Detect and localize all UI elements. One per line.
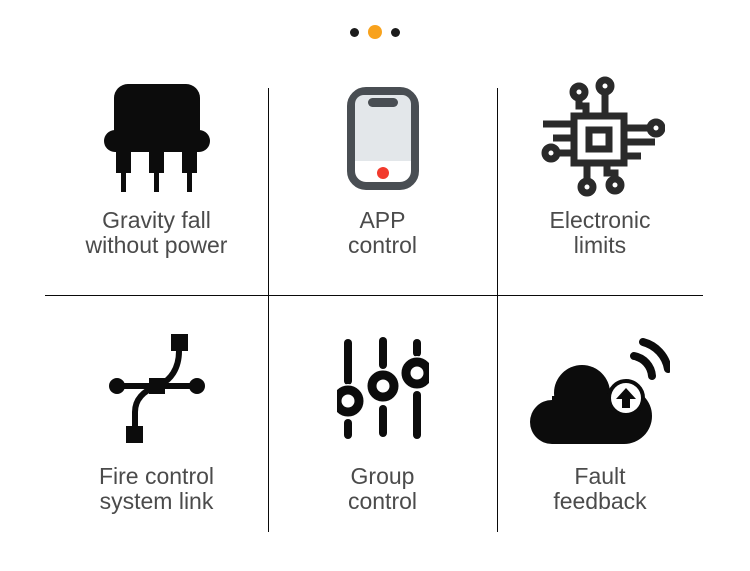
feature-title-line1: Gravity fall bbox=[102, 207, 211, 233]
feature-title-line1: Fire control bbox=[98, 463, 215, 489]
feature-label: Fire control system link bbox=[99, 464, 214, 514]
feature-title-line2: without power bbox=[85, 232, 228, 258]
smartphone-icon bbox=[346, 78, 419, 198]
transistor-icon bbox=[103, 78, 210, 198]
feature-cell-electronic-limits: Electronic limits bbox=[497, 60, 703, 295]
feature-cell-gravity-fall: Gravity fall without power bbox=[45, 60, 268, 295]
carousel-dot-active[interactable] bbox=[368, 25, 382, 39]
chip-icon bbox=[535, 76, 665, 198]
feature-cell-app-control: APP control bbox=[268, 60, 497, 295]
feature-grid: Gravity fall without power APP control bbox=[45, 60, 703, 532]
carousel-dot[interactable] bbox=[350, 27, 359, 37]
feature-title-line1: Electronic bbox=[549, 207, 651, 233]
feature-title-line2: limits bbox=[573, 232, 627, 258]
carousel-indicator bbox=[0, 25, 750, 39]
carousel-dot[interactable] bbox=[391, 27, 400, 37]
feature-title-line2: control bbox=[347, 488, 418, 514]
node-link-icon bbox=[107, 331, 207, 446]
feature-title-line1: Fault bbox=[574, 463, 626, 489]
sliders-icon bbox=[336, 331, 429, 446]
feature-label: Fault feedback bbox=[553, 464, 646, 514]
feature-label: Electronic limits bbox=[550, 208, 651, 258]
feature-cell-group-control: Group control bbox=[268, 295, 497, 532]
feature-title-line2: system link bbox=[99, 488, 214, 514]
feature-label: Group control bbox=[348, 464, 417, 514]
row-divider bbox=[45, 295, 703, 296]
feature-title-line1: Group bbox=[350, 463, 415, 489]
feature-title-line2: feedback bbox=[553, 488, 647, 514]
column-divider bbox=[268, 88, 269, 532]
feature-cell-fault-feedback: Fault feedback bbox=[497, 295, 703, 532]
feature-cell-fire-control-link: Fire control system link bbox=[45, 295, 268, 532]
column-divider bbox=[497, 88, 498, 532]
feature-label: Gravity fall without power bbox=[86, 208, 228, 258]
feature-title-line1: APP bbox=[359, 207, 406, 233]
feature-title-line2: control bbox=[347, 232, 418, 258]
feature-label: APP control bbox=[348, 208, 417, 258]
cloud-upload-icon bbox=[530, 331, 670, 446]
